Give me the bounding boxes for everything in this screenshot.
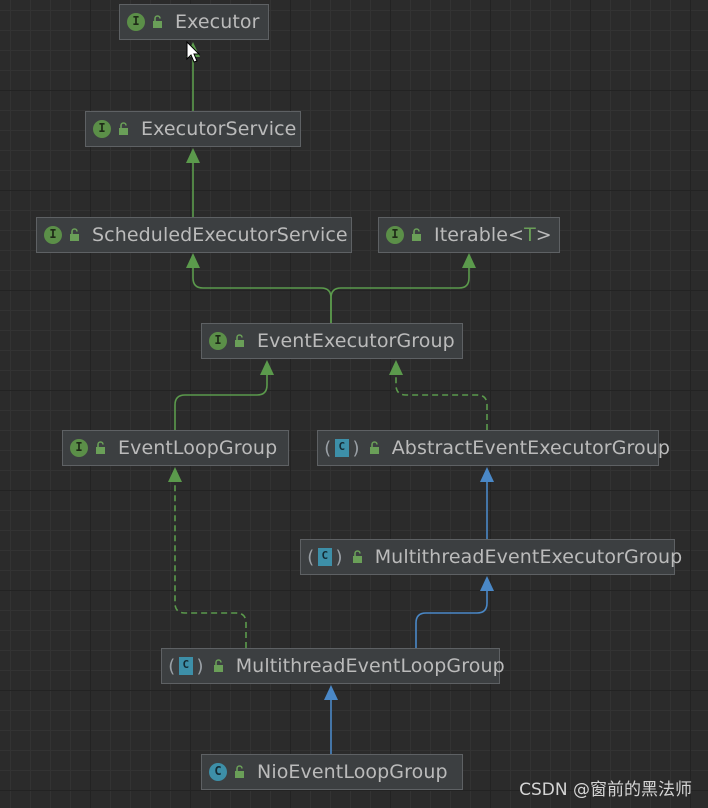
public-lock-icon — [234, 765, 246, 779]
public-lock-icon — [411, 228, 423, 242]
edge-arrowhead — [186, 253, 200, 268]
edge-arrowhead — [324, 685, 338, 700]
watermark: CSDN @窗前的黑法师 — [519, 780, 692, 800]
interface-icon — [93, 120, 111, 138]
node-abstract-event-executor-group[interactable]: () AbstractEventExecutorGroup — [317, 430, 670, 466]
interface-icon — [44, 226, 62, 244]
public-lock-icon — [152, 15, 164, 29]
edge-multithread-event-loop-group-to-multithread-event-executor-group — [415, 591, 488, 648]
public-lock-icon — [118, 122, 130, 136]
node-executor[interactable]: Executor — [119, 4, 269, 40]
public-lock-icon — [69, 228, 81, 242]
edge-arrowhead — [389, 360, 403, 375]
node-label: EventExecutorGroup — [257, 330, 455, 352]
public-lock-icon — [352, 550, 364, 564]
node-label: MultithreadEventLoopGroup — [235, 655, 505, 677]
node-multithread-event-executor-group[interactable]: () MultithreadEventExecutorGroup — [300, 539, 682, 575]
edge-arrowhead — [186, 148, 200, 163]
node-scheduled-executor-service[interactable]: ScheduledExecutorService — [36, 217, 352, 253]
edge-arrowhead — [480, 467, 494, 482]
abstract-class-icon: () — [166, 656, 206, 677]
node-label: Executor — [175, 11, 260, 33]
node-label: NioEventLoopGroup — [257, 761, 448, 783]
edge-arrowhead — [462, 253, 476, 268]
mouse-cursor-icon — [186, 41, 201, 63]
edge-event-executor-group-to-scheduled-executor-service — [192, 268, 332, 323]
public-lock-icon — [95, 441, 107, 455]
node-event-loop-group[interactable]: EventLoopGroup — [62, 430, 289, 466]
edge-arrowhead — [168, 467, 182, 482]
node-event-executor-group[interactable]: EventExecutorGroup — [201, 323, 463, 359]
edge-multithread-event-loop-group-to-event-loop-group — [174, 482, 247, 648]
public-lock-icon — [234, 334, 246, 348]
type-parameter: T — [524, 224, 536, 246]
node-label: ExecutorService — [141, 118, 297, 140]
edge-event-executor-group-to-iterable — [330, 268, 470, 323]
interface-icon — [209, 332, 227, 350]
node-multithread-event-loop-group[interactable]: () MultithreadEventLoopGroup — [161, 648, 505, 684]
class-name: Iterable — [434, 224, 509, 246]
edge-abstract-event-executor-group-to-event-executor-group — [395, 375, 488, 430]
edge-arrowhead — [260, 360, 274, 375]
interface-icon — [70, 439, 88, 457]
edge-arrowhead — [480, 576, 494, 591]
node-iterable[interactable]: Iterable<T> — [378, 217, 560, 253]
node-executor-service[interactable]: ExecutorService — [85, 111, 301, 147]
edge-event-loop-group-to-event-executor-group — [174, 375, 268, 430]
node-label: MultithreadEventExecutorGroup — [374, 546, 683, 568]
abstract-class-icon: () — [305, 547, 345, 568]
node-nio-event-loop-group[interactable]: NioEventLoopGroup — [201, 754, 463, 790]
class-icon — [209, 763, 227, 781]
node-label: Iterable<T> — [434, 224, 552, 246]
public-lock-icon — [369, 441, 381, 455]
node-label: EventLoopGroup — [118, 437, 278, 459]
node-label: AbstractEventExecutorGroup — [391, 437, 671, 459]
interface-icon — [127, 13, 145, 31]
node-label: ScheduledExecutorService — [92, 224, 348, 246]
public-lock-icon — [213, 659, 225, 673]
interface-icon — [386, 226, 404, 244]
abstract-class-icon: () — [322, 438, 362, 459]
